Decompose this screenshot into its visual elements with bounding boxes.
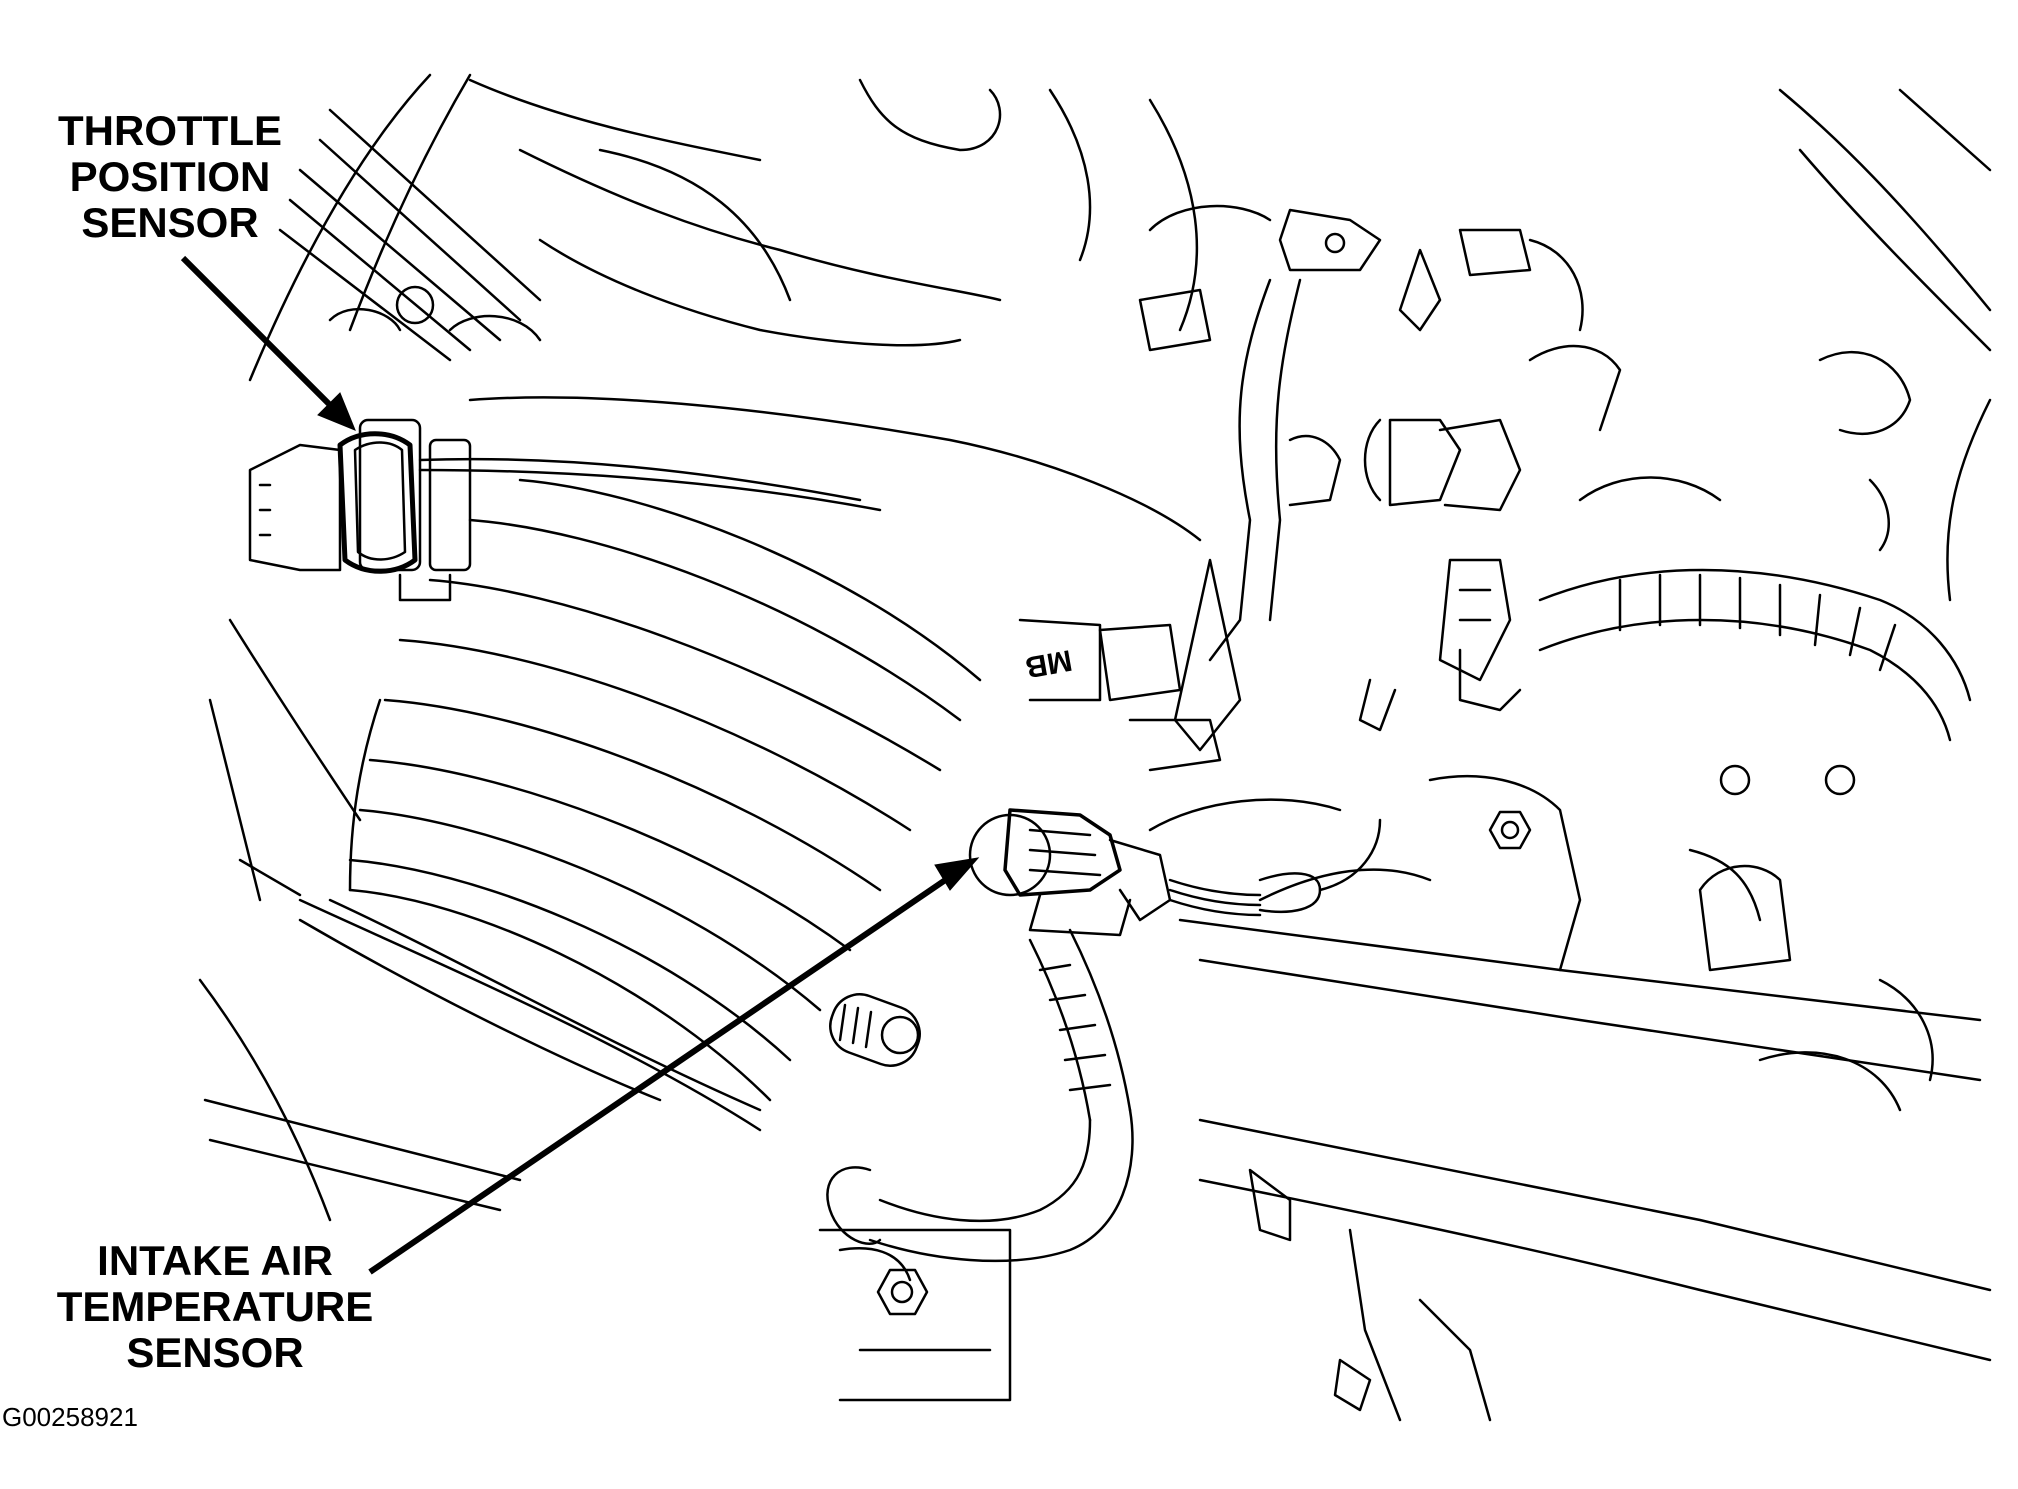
- callout-tps-line-3: SENSOR: [81, 199, 259, 246]
- callout-arrows: [180, 255, 980, 1275]
- callout-throttle-position-sensor: THROTTLE POSITION SENSOR: [40, 108, 300, 246]
- throttle-body: [248, 285, 1202, 602]
- iat-arrow-line: [368, 867, 962, 1275]
- iat-sensor-connector: [968, 808, 1382, 937]
- right-edge-lines: [1778, 88, 1992, 602]
- right-engine-structure: [1148, 764, 1992, 1422]
- wiring-harness-right: [1538, 568, 1972, 742]
- figure-id: G00258921: [2, 1402, 138, 1432]
- air-duct-bellows: [238, 478, 982, 1132]
- iat-arrowhead: [934, 857, 980, 891]
- callout-iat-line-2: TEMPERATURE: [56, 1283, 374, 1330]
- callout-iat-line-1: INTAKE AIR: [97, 1237, 333, 1284]
- wiring-harness-lower: [826, 928, 1134, 1263]
- callout-tps-line-1: THROTTLE: [58, 107, 282, 154]
- callout-intake-air-temperature-sensor: INTAKE AIR TEMPERATURE SENSOR: [45, 1238, 385, 1376]
- left-background-lines: [198, 73, 542, 1222]
- tps-arrow-line: [180, 255, 348, 423]
- part-marking-mb: MB: [1023, 643, 1075, 684]
- hose-clamp: [829, 993, 921, 1067]
- tps-arrowhead: [317, 392, 356, 431]
- upper-right-components: [1018, 204, 1722, 772]
- callout-iat-line-3: SENSOR: [126, 1329, 304, 1376]
- callout-tps-line-2: POSITION: [69, 153, 271, 200]
- intake-plenum: [468, 78, 1199, 347]
- lower-bracket: [818, 1228, 1012, 1402]
